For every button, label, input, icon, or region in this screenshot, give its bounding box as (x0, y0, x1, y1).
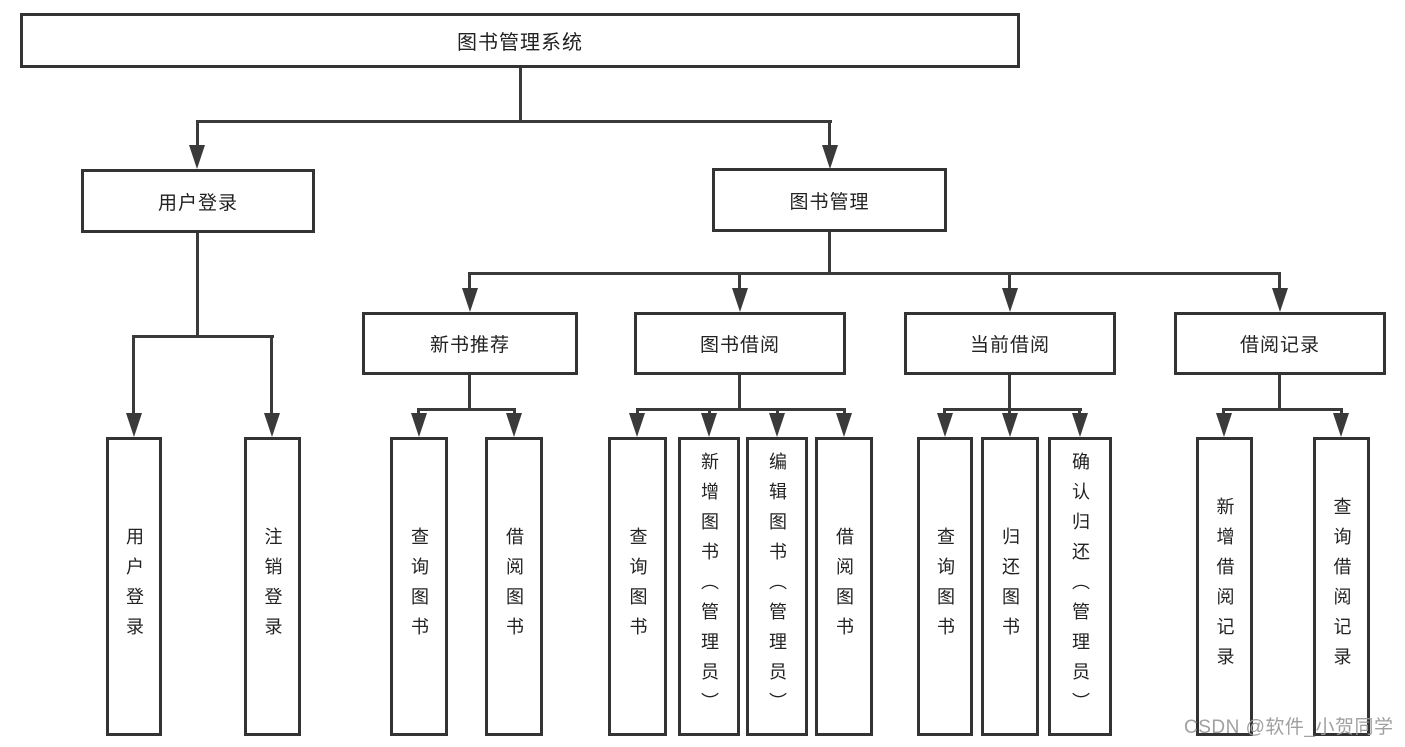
connector-line (468, 272, 1281, 275)
arrowhead-down-icon (1333, 413, 1349, 437)
connector-line (1008, 375, 1011, 408)
connector-line (519, 68, 522, 120)
leaf-label: 查询图书 (627, 526, 648, 647)
leaf-label: 新增图书（管理员） (699, 451, 719, 722)
arrowhead-down-icon (126, 413, 142, 437)
arrowhead-down-icon (701, 413, 717, 437)
connector-line (943, 408, 1082, 411)
connector-line (776, 408, 779, 415)
connector-line (828, 232, 831, 272)
connector-line (1222, 408, 1343, 411)
node-label: 图书借阅 (699, 335, 780, 356)
leaf-query-books-current: 查询图书 (917, 437, 973, 736)
node-current-borrow: 当前借阅 (904, 312, 1116, 375)
connector-line (738, 272, 741, 289)
node-book-management: 图书管理 (712, 168, 947, 232)
connector-line (1008, 272, 1011, 289)
connector-line (417, 408, 420, 415)
node-borrow-records: 借阅记录 (1174, 312, 1386, 375)
node-label: 借阅记录 (1239, 335, 1320, 356)
connector-line (196, 120, 832, 123)
leaf-query-books-recommend: 查询图书 (390, 437, 448, 736)
arrowhead-down-icon (732, 288, 748, 312)
arrowhead-down-icon (822, 145, 838, 169)
node-root-system: 图书管理系统 (20, 13, 1020, 68)
leaf-user-login: 用户登录 (106, 437, 162, 736)
node-label: 图书管理系统 (457, 32, 583, 54)
connector-line (738, 375, 741, 408)
leaf-query-borrow-record: 查询借阅记录 (1313, 437, 1370, 736)
connector-line (513, 408, 516, 415)
leaf-add-borrow-record: 新增借阅记录 (1196, 437, 1253, 736)
arrowhead-down-icon (1002, 413, 1018, 437)
leaf-label: 确认归还（管理员） (1070, 451, 1090, 722)
connector-line (196, 233, 199, 335)
connector-line (270, 335, 273, 414)
connector-line (843, 408, 846, 415)
connector-line (1008, 408, 1011, 415)
leaf-add-book-admin: 新增图书（管理员） (678, 437, 740, 736)
connector-line (1278, 272, 1281, 289)
connector-line (468, 375, 471, 408)
node-new-book-recommend: 新书推荐 (362, 312, 578, 375)
arrowhead-down-icon (1216, 413, 1232, 437)
leaf-label: 借阅图书 (504, 526, 524, 647)
leaf-edit-book-admin: 编辑图书（管理员） (746, 437, 808, 736)
node-label: 图书管理 (789, 191, 870, 213)
arrowhead-down-icon (937, 413, 953, 437)
connector-line (468, 272, 471, 289)
arrowhead-down-icon (189, 145, 205, 169)
arrowhead-down-icon (1272, 288, 1288, 312)
leaf-label: 新增借阅记录 (1214, 496, 1235, 677)
arrowhead-down-icon (1002, 288, 1018, 312)
leaf-logout: 注销登录 (244, 437, 301, 736)
connector-line (1278, 375, 1281, 408)
connector-line (828, 120, 831, 146)
leaf-label: 借阅图书 (834, 526, 854, 647)
leaf-label: 查询借阅记录 (1331, 496, 1352, 677)
arrowhead-down-icon (769, 413, 785, 437)
connector-line (1078, 408, 1081, 415)
connector-line (1340, 408, 1343, 415)
connector-line (636, 408, 639, 415)
leaf-label: 编辑图书（管理员） (767, 451, 787, 722)
connector-line (196, 120, 199, 146)
node-book-borrow: 图书借阅 (634, 312, 846, 375)
node-user-login: 用户登录 (81, 169, 315, 233)
connector-line (943, 408, 946, 415)
leaf-label: 查询图书 (409, 526, 429, 647)
connector-line (1222, 408, 1225, 415)
connector-line (708, 408, 711, 415)
leaf-borrow-books-recommend: 借阅图书 (485, 437, 543, 736)
leaf-label: 查询图书 (935, 526, 955, 647)
leaf-label: 归还图书 (1000, 526, 1020, 647)
connector-line (636, 408, 846, 411)
arrowhead-down-icon (836, 413, 852, 437)
csdn-watermark: CSDN @软件_小贺同学 (1184, 717, 1394, 738)
node-label: 用户登录 (157, 192, 238, 214)
connector-line (132, 335, 135, 414)
arrowhead-down-icon (411, 413, 427, 437)
leaf-confirm-return-admin: 确认归还（管理员） (1048, 437, 1112, 736)
node-label: 当前借阅 (969, 335, 1050, 356)
arrowhead-down-icon (264, 413, 280, 437)
leaf-label: 注销登录 (262, 526, 283, 647)
arrowhead-down-icon (629, 413, 645, 437)
arrowhead-down-icon (1072, 413, 1088, 437)
connector-line (132, 335, 274, 338)
connector-line (417, 408, 516, 411)
leaf-query-books-borrow: 查询图书 (608, 437, 667, 736)
leaf-return-book: 归还图书 (981, 437, 1039, 736)
arrowhead-down-icon (506, 413, 522, 437)
leaf-borrow-books: 借阅图书 (815, 437, 873, 736)
arrowhead-down-icon (462, 288, 478, 312)
leaf-label: 用户登录 (124, 526, 144, 647)
node-label: 新书推荐 (429, 335, 510, 356)
